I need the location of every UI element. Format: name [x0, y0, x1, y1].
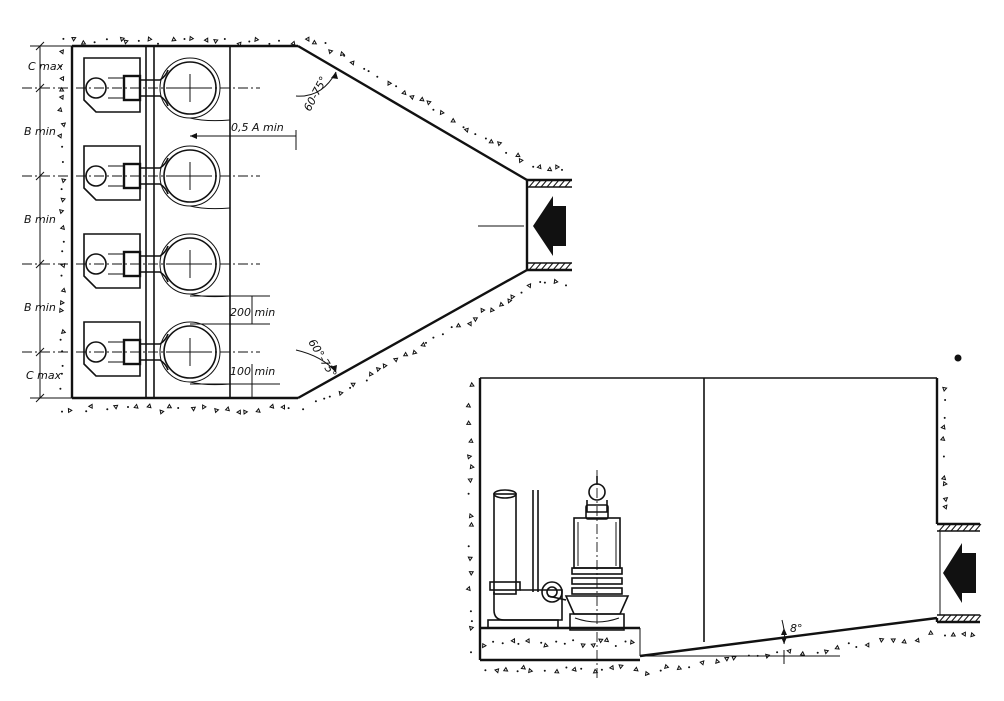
dim-floor-slope: 8° — [790, 622, 803, 635]
inlet-wall-hatching — [528, 179, 572, 271]
discharge-pipe — [489, 489, 539, 595]
inlet-flow-arrow-section — [943, 543, 976, 603]
floor-slope-dimension — [640, 619, 840, 664]
pump-unit-plan — [83, 321, 231, 386]
dim-c-max-top: C max — [28, 60, 64, 73]
pump-unit-plan — [83, 233, 231, 298]
concrete-texture-section — [465, 381, 976, 677]
pump-row — [83, 57, 231, 386]
dim-b-min-1: B min — [24, 125, 56, 138]
angle-arc-bottom — [295, 349, 337, 373]
dim-100-min-lines — [190, 364, 280, 398]
concrete-texture-plan — [56, 35, 567, 415]
submersible-pump-section — [547, 476, 630, 631]
pump-unit-plan — [83, 145, 231, 210]
dim-half-a-min-lines — [190, 130, 297, 150]
dim-half-a-min: 0,5 A min — [231, 121, 284, 134]
reference-dot — [954, 354, 962, 362]
angle-arc-top — [295, 71, 338, 97]
dim-angle-bottom: 60°-75° — [305, 337, 339, 380]
plan-view: C max B min B min B min C max 0,5 A min … — [22, 35, 572, 415]
dim-angle-top: 60-75° — [301, 74, 330, 113]
section-view: 8° — [465, 354, 982, 680]
dim-200-min: 200 min — [230, 306, 275, 319]
sump-outline-section — [478, 377, 980, 662]
dim-200-min-lines — [190, 295, 270, 325]
inlet-wall-hatching-section — [938, 523, 982, 623]
dim-c-max-bottom: C max — [26, 369, 62, 382]
pump-unit-plan — [83, 57, 231, 122]
duck-foot-bend — [487, 581, 563, 629]
dim-b-min-2: B min — [24, 213, 56, 226]
dim-b-min-3: B min — [24, 301, 56, 314]
inlet-flow-arrow-plan — [533, 196, 566, 256]
sump-outline-plan — [70, 44, 572, 400]
dim-100-min: 100 min — [230, 365, 275, 378]
